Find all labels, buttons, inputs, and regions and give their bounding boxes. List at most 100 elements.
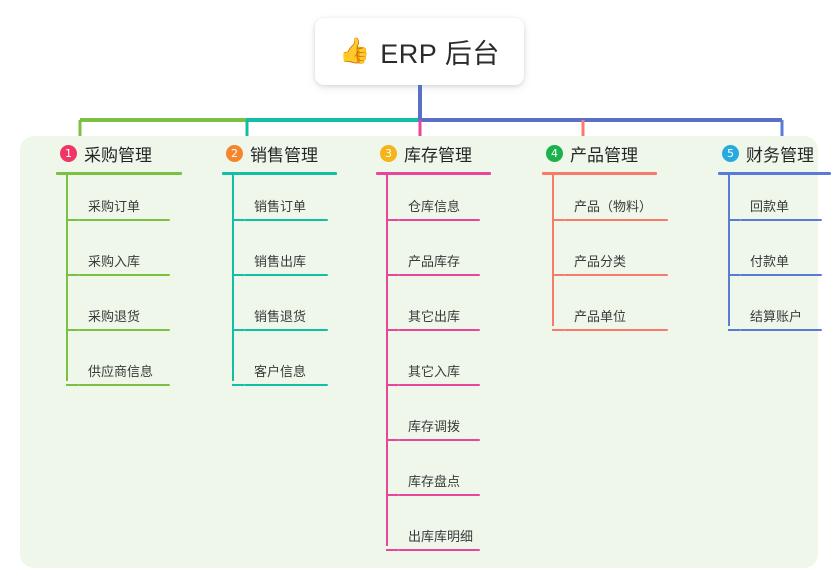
leaf-rule (244, 219, 328, 221)
column-rule-4 (542, 172, 657, 175)
column-header-3[interactable]: 3 库存管理 (362, 136, 472, 170)
leaf-connector-stub (66, 274, 78, 276)
leaf-label: 库存盘点 (408, 474, 461, 489)
root-node-title: ERP 后台 (380, 39, 500, 69)
leaf-label: 产品分类 (574, 254, 627, 269)
leaf-rule (398, 329, 480, 331)
leaf-label: 销售退货 (254, 309, 307, 324)
leaf-node[interactable]: 采购入库 (66, 251, 170, 276)
leaf-label: 客户信息 (254, 364, 307, 379)
leaf-connector-stub (232, 219, 244, 221)
leaf-node[interactable]: 仓库信息 (386, 196, 480, 221)
leaf-connector-stub (386, 219, 398, 221)
column-rule-5 (718, 172, 831, 175)
leaf-node[interactable]: 销售退货 (232, 306, 328, 331)
leaf-node[interactable]: 销售订单 (232, 196, 328, 221)
leaf-connector-stub (66, 219, 78, 221)
leaf-connector-stub (232, 274, 244, 276)
leaf-connector-stub (66, 384, 78, 386)
leaf-label: 产品（物料） (574, 199, 653, 214)
column-title-2: 销售管理 (250, 145, 318, 165)
leaf-rule (398, 274, 480, 276)
leaf-node[interactable]: 回款单 (728, 196, 822, 221)
leaf-label: 销售订单 (254, 199, 307, 214)
leaf-label: 结算账户 (750, 309, 803, 324)
column-badge-5: 5 (722, 144, 739, 162)
column-title-3: 库存管理 (404, 145, 472, 165)
leaf-connector-stub (728, 274, 740, 276)
leaf-connector-stub (552, 274, 564, 276)
leaf-connector-stub (386, 439, 398, 441)
leaf-node[interactable]: 付款单 (728, 251, 822, 276)
leaf-node[interactable]: 库存盘点 (386, 471, 480, 496)
leaf-label: 销售出库 (254, 254, 307, 269)
leaf-label: 出库库明细 (408, 529, 474, 544)
leaf-rule (740, 274, 822, 276)
column-spine-1 (66, 175, 68, 381)
leaf-label: 采购入库 (88, 254, 141, 269)
leaf-rule (398, 494, 480, 496)
leaf-label: 产品单位 (574, 309, 627, 324)
leaf-connector-stub (386, 384, 398, 386)
leaf-rule (78, 384, 170, 386)
column-badge-4: 4 (546, 144, 563, 162)
leaf-connector-stub (552, 329, 564, 331)
thumbs-up-icon: 👍 (339, 37, 371, 65)
leaf-connector-stub (386, 329, 398, 331)
leaf-rule (244, 274, 328, 276)
leaf-connector-stub (728, 329, 740, 331)
leaf-node[interactable]: 客户信息 (232, 361, 328, 386)
leaf-node[interactable]: 其它出库 (386, 306, 480, 331)
column-title-4: 产品管理 (570, 145, 638, 165)
leaf-connector-stub (386, 494, 398, 496)
column-title-1: 采购管理 (84, 145, 152, 165)
column-rule-3 (376, 172, 491, 175)
leaf-label: 付款单 (750, 254, 790, 269)
leaf-label: 库存调拨 (408, 419, 461, 434)
leaf-connector-stub (232, 329, 244, 331)
column-spine-2 (232, 175, 234, 381)
leaf-connector-stub (386, 274, 398, 276)
leaf-node[interactable]: 库存调拨 (386, 416, 480, 441)
leaf-node[interactable]: 出库库明细 (386, 526, 480, 551)
column-3: 3 库存管理仓库信息产品库存其它出库其它入库库存调拨库存盘点出库库明细 (362, 136, 491, 551)
leaf-rule (740, 219, 822, 221)
leaf-connector-stub (728, 219, 740, 221)
leaf-rule (740, 329, 822, 331)
leaf-label: 仓库信息 (408, 199, 461, 214)
column-spine-4 (552, 175, 554, 326)
leaf-node[interactable]: 产品库存 (386, 251, 480, 276)
leaf-node[interactable]: 产品分类 (552, 251, 668, 276)
leaf-node[interactable]: 结算账户 (728, 306, 822, 331)
leaf-label: 其它出库 (408, 309, 461, 324)
leaf-rule (564, 219, 668, 221)
leaf-rule (244, 384, 328, 386)
column-badge-3: 3 (380, 144, 397, 162)
leaf-node[interactable]: 供应商信息 (66, 361, 170, 386)
leaf-node[interactable]: 采购订单 (66, 196, 170, 221)
leaf-rule (398, 384, 480, 386)
leaf-node[interactable]: 产品（物料） (552, 196, 668, 221)
leaf-rule (564, 329, 668, 331)
leaf-node[interactable]: 采购退货 (66, 306, 170, 331)
leaf-rule (78, 329, 170, 331)
column-header-4[interactable]: 4 产品管理 (528, 136, 638, 170)
leaf-rule (398, 219, 480, 221)
leaf-node[interactable]: 销售出库 (232, 251, 328, 276)
leaf-label: 采购订单 (88, 199, 141, 214)
leaf-connector-stub (386, 549, 398, 551)
leaf-rule (564, 274, 668, 276)
root-node-card[interactable]: 👍 ERP 后台 (315, 18, 524, 85)
leaf-label: 采购退货 (88, 309, 141, 324)
column-spine-5 (728, 175, 730, 326)
leaf-label: 供应商信息 (88, 364, 154, 379)
leaf-node[interactable]: 其它入库 (386, 361, 480, 386)
leaf-node[interactable]: 产品单位 (552, 306, 668, 331)
